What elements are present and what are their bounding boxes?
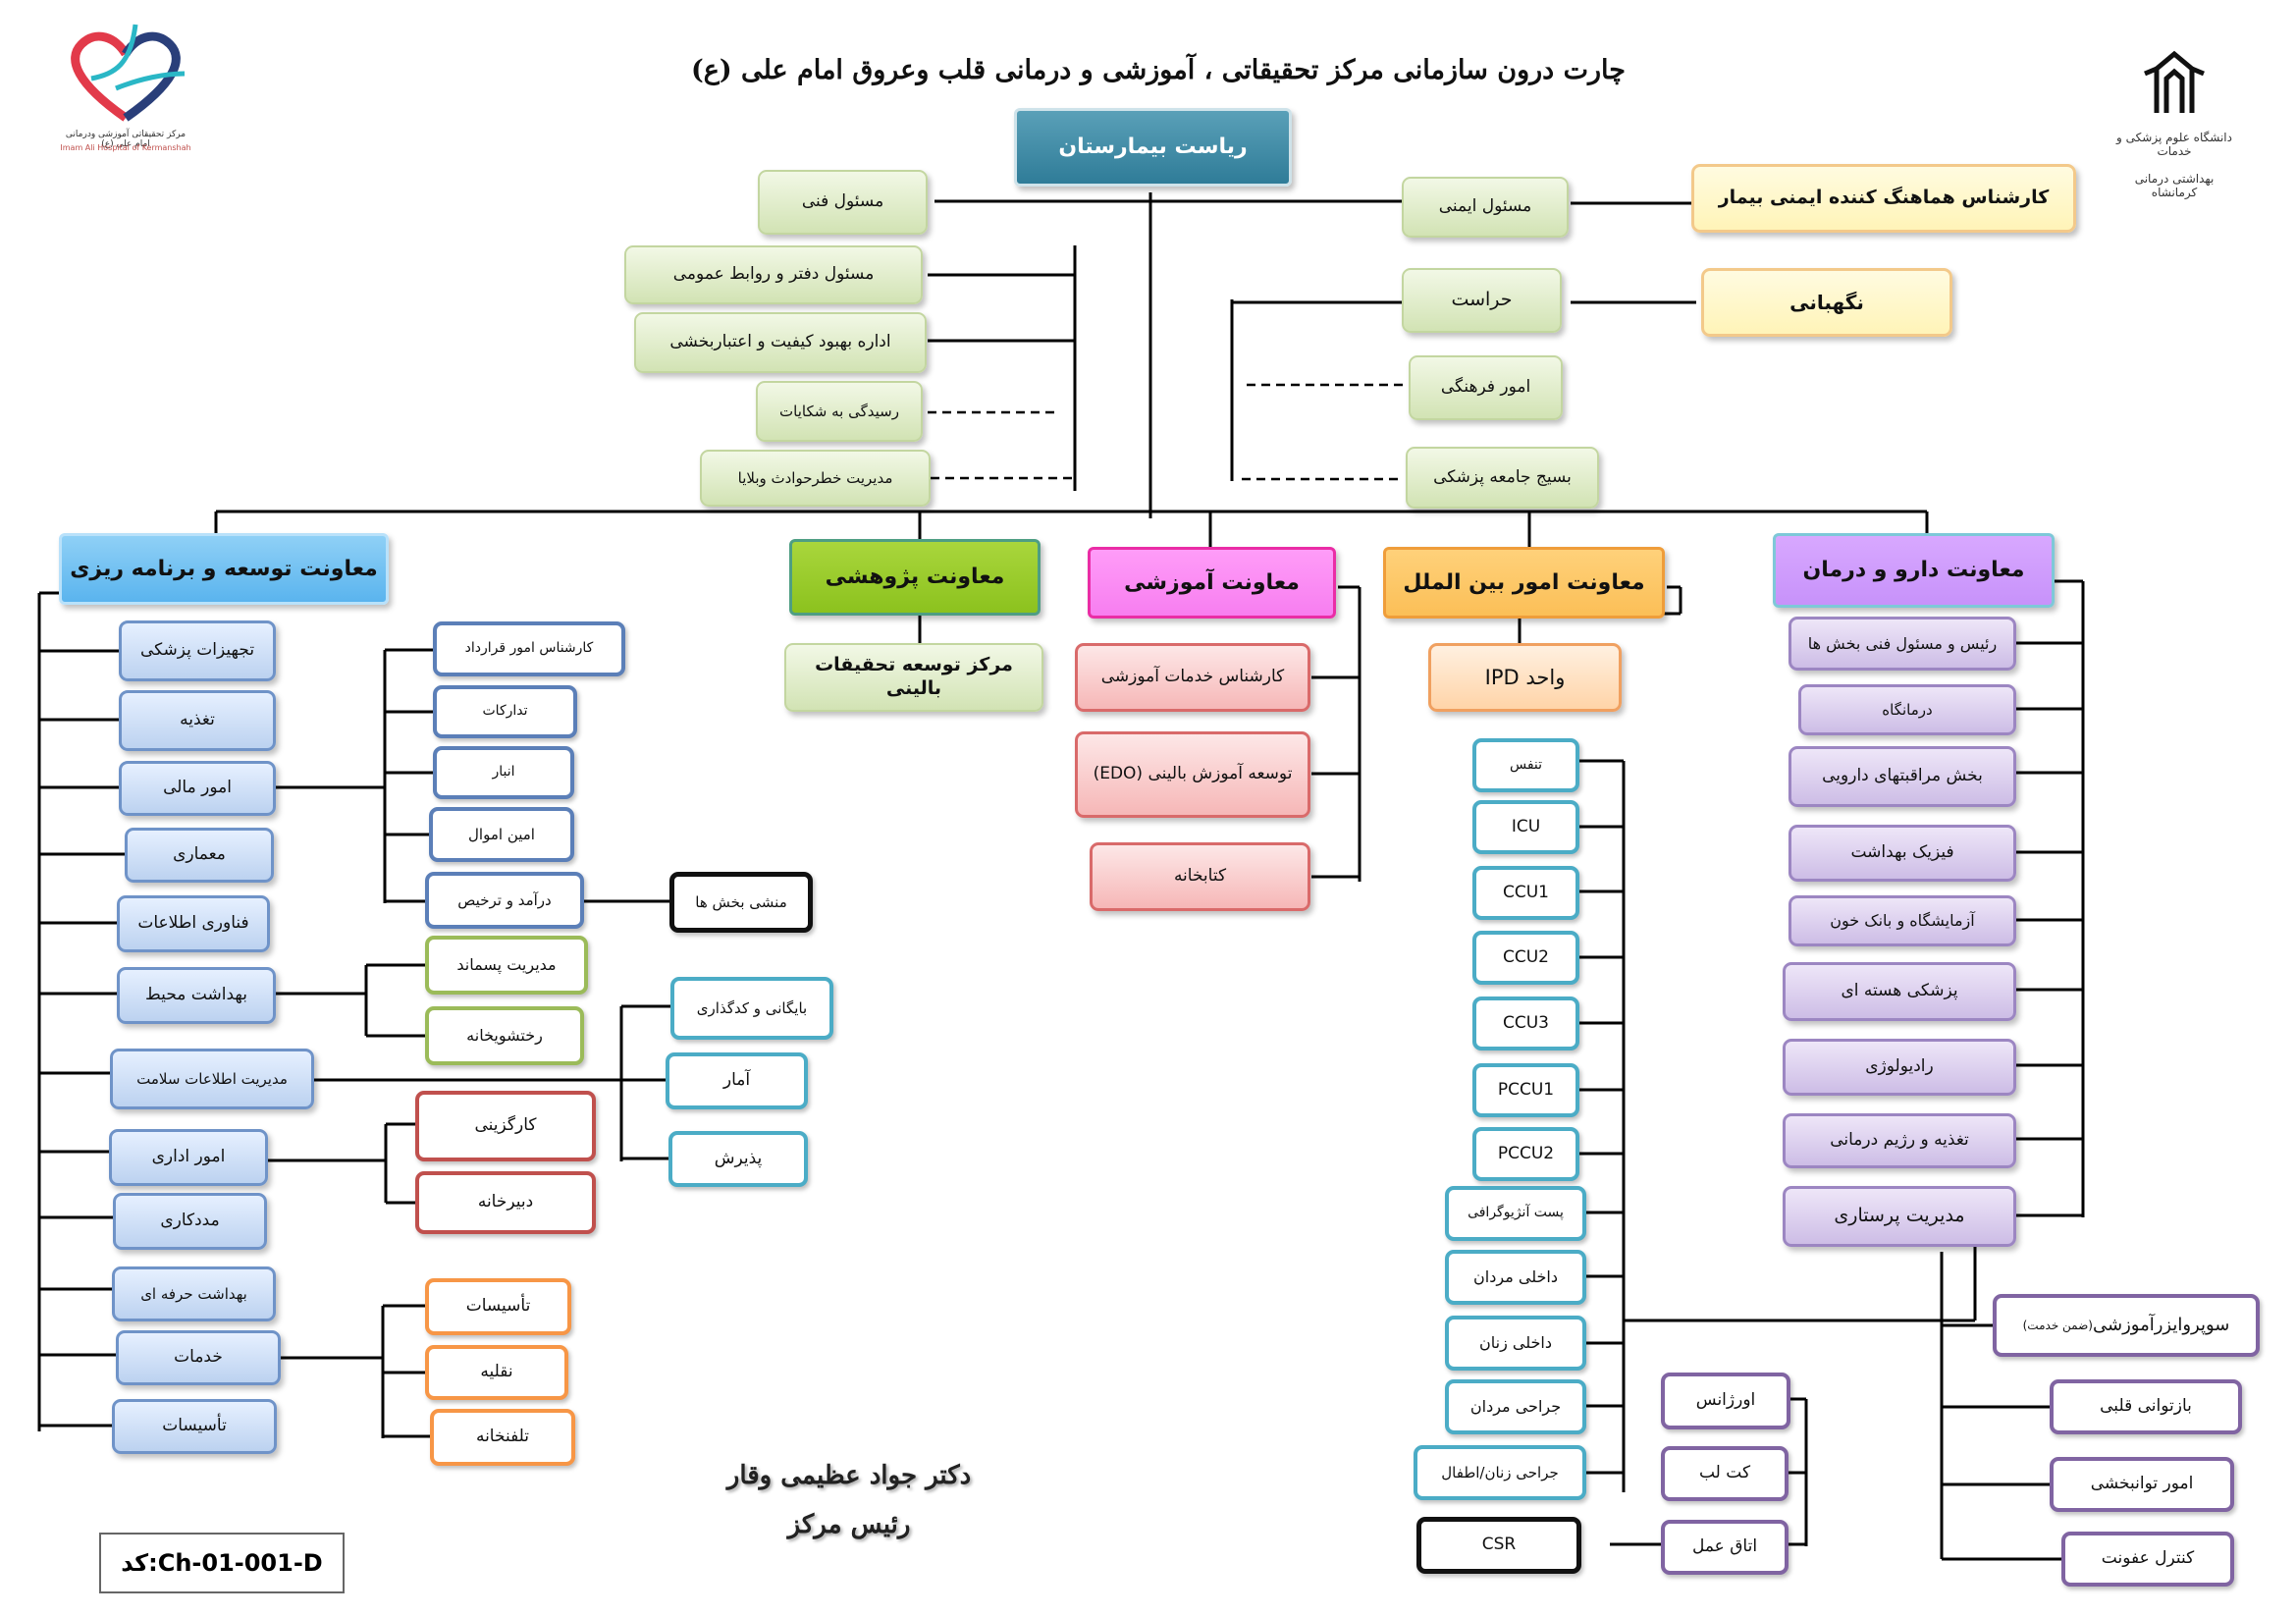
nursing-cardiac-rehab[interactable]: بازتوانی قلبی: [2050, 1379, 2242, 1434]
planning-nutrition[interactable]: تغذیه: [119, 690, 276, 751]
treatment-radiology[interactable]: رادیولوژی: [1783, 1039, 2016, 1096]
unit-technical-officer[interactable]: مسئول فنی: [758, 170, 928, 235]
document-code: کد:Ch-01-001-D: [99, 1533, 345, 1593]
ward-icu[interactable]: ICU: [1472, 800, 1579, 854]
env-waste-management[interactable]: مدیریت پسماند: [425, 936, 588, 995]
planning-health-information[interactable]: مدیریت اطلاعات سلامت: [110, 1049, 314, 1109]
env-laundry[interactable]: رختشویخانه: [425, 1006, 584, 1065]
ward-ccu3[interactable]: CCU3: [1472, 997, 1579, 1050]
planning-administration[interactable]: امور اداری: [109, 1129, 268, 1186]
edo-unit[interactable]: توسعه آموزش بالینی (EDO): [1075, 731, 1310, 818]
treatment-health-physics[interactable]: فیزیک بهداشت: [1789, 825, 2016, 882]
treatment-lab-blood-bank[interactable]: آزمایشگاه و بانک خون: [1789, 895, 2016, 946]
deputy-research[interactable]: معاونت پژوهشی: [789, 539, 1041, 616]
unit-cath-lab[interactable]: کت لب: [1661, 1446, 1789, 1501]
signer-title: رئیس مرکز: [787, 1510, 911, 1539]
treatment-clinic[interactable]: درمانگاه: [1798, 684, 2016, 735]
ward-surgery-men[interactable]: جراحی مردان: [1445, 1379, 1586, 1434]
unit-basij[interactable]: بسیج جامعه پزشکی: [1406, 447, 1599, 509]
deputy-education[interactable]: معاونت آموزشی: [1088, 547, 1336, 619]
unit-complaints[interactable]: رسیدگی به شکایات: [756, 381, 923, 442]
unit-quality-improvement[interactable]: اداره بهبود کیفیت و اعتباربخشی: [634, 312, 927, 373]
him-admission[interactable]: پذیرش: [668, 1131, 808, 1187]
planning-it[interactable]: فناوری اطلاعات: [117, 895, 270, 952]
finance-procurement[interactable]: تدارکات: [433, 685, 577, 738]
supervisor-note: (ضمن خدمت): [2022, 1318, 2093, 1332]
ward-pccu1[interactable]: PCCU1: [1472, 1063, 1579, 1117]
unit-security[interactable]: حراست: [1402, 268, 1562, 333]
planning-medical-equipment[interactable]: تجهیزات پزشکی: [119, 620, 276, 681]
ward-internal-men[interactable]: داخلی مردان: [1445, 1250, 1586, 1305]
heart-icon: [71, 24, 186, 122]
nursing-rehab-affairs[interactable]: امور توانبخشی: [2050, 1457, 2234, 1512]
csr-unit[interactable]: CSR: [1416, 1517, 1581, 1574]
unit-operating-room[interactable]: اتاق عمل: [1661, 1520, 1789, 1575]
planning-financial[interactable]: امور مالی: [119, 761, 276, 816]
treatment-heads[interactable]: رئیس و مسئول فنی بخش ها: [1789, 617, 2016, 671]
treatment-nuclear-medicine[interactable]: پزشکی هسته ای: [1783, 962, 2016, 1021]
treatment-nutrition-diet[interactable]: تغذیه و رژیم درمانی: [1783, 1113, 2016, 1168]
ward-internal-women[interactable]: داخلی زنان: [1445, 1316, 1586, 1371]
deputy-international[interactable]: معاونت امور بین الملل: [1383, 547, 1665, 619]
services-facilities[interactable]: تأسیسات: [425, 1278, 571, 1335]
finance-property-trustee[interactable]: امین اموال: [429, 807, 574, 862]
planning-occupational-health[interactable]: بهداشت حرفه ای: [112, 1266, 276, 1321]
unit-cultural-affairs[interactable]: امور فرهنگی: [1409, 355, 1563, 420]
library-unit[interactable]: کتابخانه: [1090, 842, 1310, 911]
head-hospital-presidency[interactable]: ریاست بیمارستان: [1014, 108, 1292, 187]
supervisor-label: سوپروایزرآموزشی: [2093, 1314, 2230, 1335]
clinical-research-center[interactable]: مرکز توسعه تحقیقات بالینی: [784, 643, 1043, 712]
right-logo-caption-2: بهداشتی درمانی کرمانشاه: [2134, 172, 2215, 199]
planning-services[interactable]: خدمات: [116, 1330, 281, 1385]
education-services-expert[interactable]: کارشناس خدمات آموزشی: [1075, 643, 1310, 712]
unit-emergency[interactable]: اورژانس: [1661, 1373, 1790, 1429]
page-title: چارت درون سازمانی مرکز تحقیقاتی ، آموزشی…: [691, 55, 1626, 85]
ward-surgery-women-children[interactable]: جراحی زنان/اطفال: [1414, 1445, 1586, 1500]
planning-environmental-health[interactable]: بهداشت محیط: [117, 967, 276, 1024]
services-transport[interactable]: نقلیه: [425, 1345, 568, 1400]
patient-safety-coordinator[interactable]: کارشناس هماهنگ کننده ایمنی بیمار: [1691, 164, 2076, 233]
treatment-pharma-care[interactable]: بخش مراقبتهای دارویی: [1789, 746, 2016, 807]
nursing-infection-control[interactable]: کنترل عفونت: [2061, 1532, 2234, 1587]
right-logo-caption-1: دانشگاه علوم پزشکی و خدمات: [2116, 131, 2232, 158]
finance-warehouse[interactable]: انبار: [433, 746, 574, 799]
guard-unit[interactable]: نگهبانی: [1701, 268, 1952, 337]
ward-ccu2[interactable]: CCU2: [1472, 931, 1579, 985]
admin-personnel[interactable]: کارگزینی: [415, 1091, 596, 1161]
planning-architecture[interactable]: معماری: [125, 828, 274, 883]
ward-respiratory[interactable]: تنفس: [1472, 738, 1579, 792]
deputy-planning[interactable]: معاونت توسعه و برنامه ریزی: [59, 533, 389, 605]
unit-disaster-risk[interactable]: مدیریت خطرحوادث وبلایا: [700, 450, 931, 507]
left-logo-caption-en: Imam Ali Hospital of Kermanshah: [60, 143, 191, 152]
him-statistics[interactable]: آمار: [666, 1052, 808, 1109]
imam-ali-hospital-logo: مرکز تحقیقاتی آموزشی ودرمانی امام علی (ع…: [57, 20, 194, 167]
ipd-unit[interactable]: واحد IPD: [1428, 643, 1622, 712]
services-switchboard[interactable]: تلفنخانه: [430, 1409, 575, 1466]
unit-safety-officer[interactable]: مسئول ایمنی: [1402, 177, 1569, 238]
ward-ccu1[interactable]: CCU1: [1472, 866, 1579, 920]
planning-social-work[interactable]: مددکاری: [113, 1193, 267, 1250]
university-logo: دانشگاه علوم پزشکی و خدمات بهداشتی درمان…: [2115, 44, 2233, 201]
signer-name: دکتر جواد عظیمی وقار: [726, 1461, 972, 1490]
unit-public-relations[interactable]: مسئول دفتر و روابط عمومی: [624, 245, 923, 304]
left-logo-caption: مرکز تحقیقاتی آموزشی ودرمانی امام علی (ع…: [65, 130, 187, 149]
nursing-education-supervisor[interactable]: سوپروایزرآموزشی (ضمن خدمت): [1993, 1294, 2260, 1357]
ward-secretaries[interactable]: منشی بخش ها: [669, 872, 813, 933]
finance-contracts-expert[interactable]: کارشناس امور قرارداد: [433, 621, 625, 676]
ward-pccu2[interactable]: PCCU2: [1472, 1127, 1579, 1181]
university-emblem-icon: [2144, 50, 2205, 113]
finance-revenue-discharge[interactable]: درآمد و ترخیص: [425, 872, 584, 929]
planning-facilities[interactable]: تأسیسات: [112, 1399, 277, 1454]
deputy-treatment[interactable]: معاونت دارو و درمان: [1773, 533, 2055, 608]
treatment-nursing-management[interactable]: مدیریت پرستاری: [1783, 1186, 2016, 1247]
admin-secretariat[interactable]: دبیرخانه: [415, 1171, 596, 1234]
him-archive-coding[interactable]: بایگانی و کدگذاری: [670, 977, 833, 1040]
ward-post-angiography[interactable]: پست آنژیوگرافی: [1445, 1186, 1586, 1241]
